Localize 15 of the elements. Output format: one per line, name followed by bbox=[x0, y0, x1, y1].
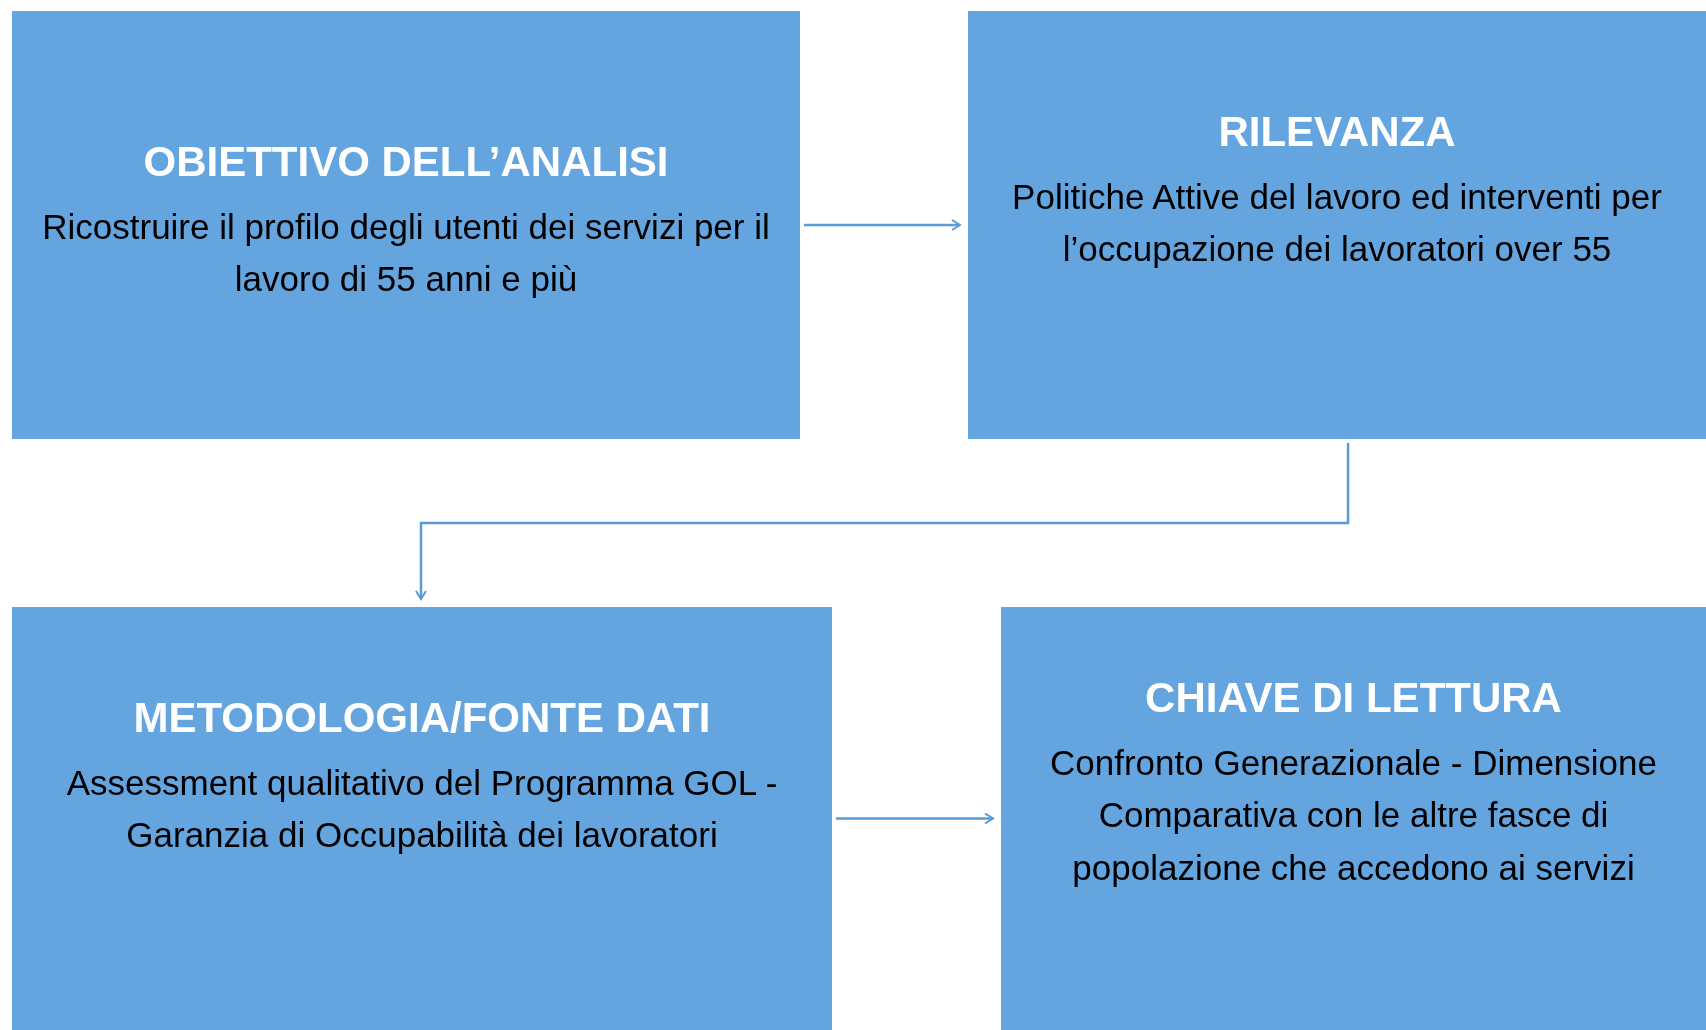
process-box bbox=[1001, 607, 1706, 1030]
arrow bbox=[415, 443, 1350, 600]
arrow bbox=[836, 812, 994, 825]
arrow bbox=[804, 219, 961, 231]
box-heading: METODOLOGIA/FONTE DATI bbox=[133, 693, 711, 743]
box-heading: OBIETTIVO DELL’ANALISI bbox=[143, 137, 669, 187]
box-text: Assessment qualitativo del Programma GOL - Garanzia di Occupabilità dei lavoratori bbox=[65, 761, 779, 856]
box-text: Ricostruire il profilo degli utenti dei servizi per il lavoro di 55 anni e più bbox=[41, 205, 771, 300]
box-text: Politiche Attive del lavoro ed interventi per l’occupazione dei lavoratori over 55 bbox=[1011, 175, 1663, 270]
box-text: Confronto Generazionale - Dimensione Comparativa con le altre fasce di popolazione che accedono ai servizi bbox=[1049, 741, 1658, 889]
process-box bbox=[968, 11, 1706, 439]
box-heading: CHIAVE DI LETTURA bbox=[1145, 673, 1562, 723]
process-box bbox=[12, 11, 800, 439]
box-heading: RILEVANZA bbox=[1218, 107, 1456, 157]
process-box bbox=[12, 607, 832, 1030]
